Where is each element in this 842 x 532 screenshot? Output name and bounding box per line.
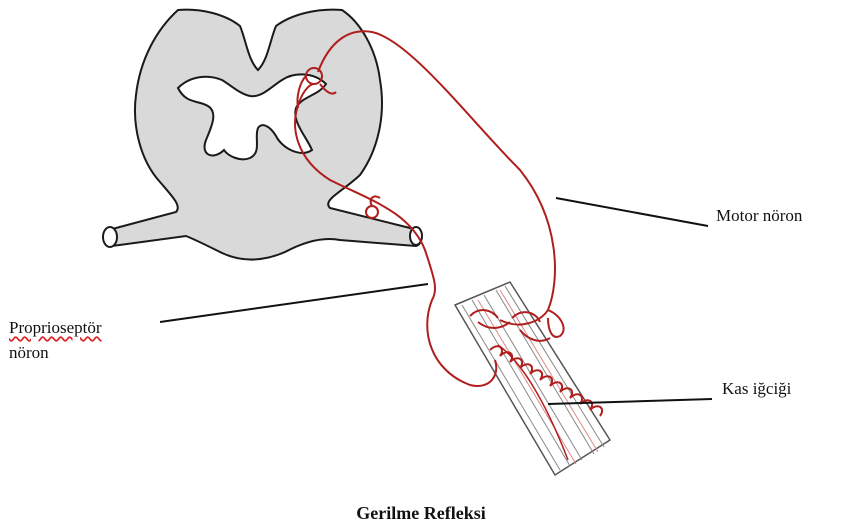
motor-neuron-leader bbox=[556, 198, 708, 226]
spinal-cord-section bbox=[103, 10, 422, 260]
figure-caption: Gerilme Refleksi bbox=[0, 503, 842, 524]
proprioceptor-label-line2: nöron bbox=[9, 342, 49, 364]
spinal-cord-outline bbox=[106, 10, 421, 260]
proprioceptor-cell-body bbox=[366, 206, 378, 218]
motor-neuron-branch bbox=[548, 310, 564, 337]
muscle-spindle-label: Kas iğciği bbox=[722, 378, 791, 400]
proprioceptor-leader bbox=[160, 284, 428, 322]
motor-neuron-label: Motor nöron bbox=[716, 205, 802, 227]
proprioceptor-label-line1: Proprioseptör bbox=[9, 317, 102, 339]
left-root-end bbox=[103, 227, 117, 247]
proprioceptor-label-text: Proprioseptör bbox=[9, 318, 102, 337]
